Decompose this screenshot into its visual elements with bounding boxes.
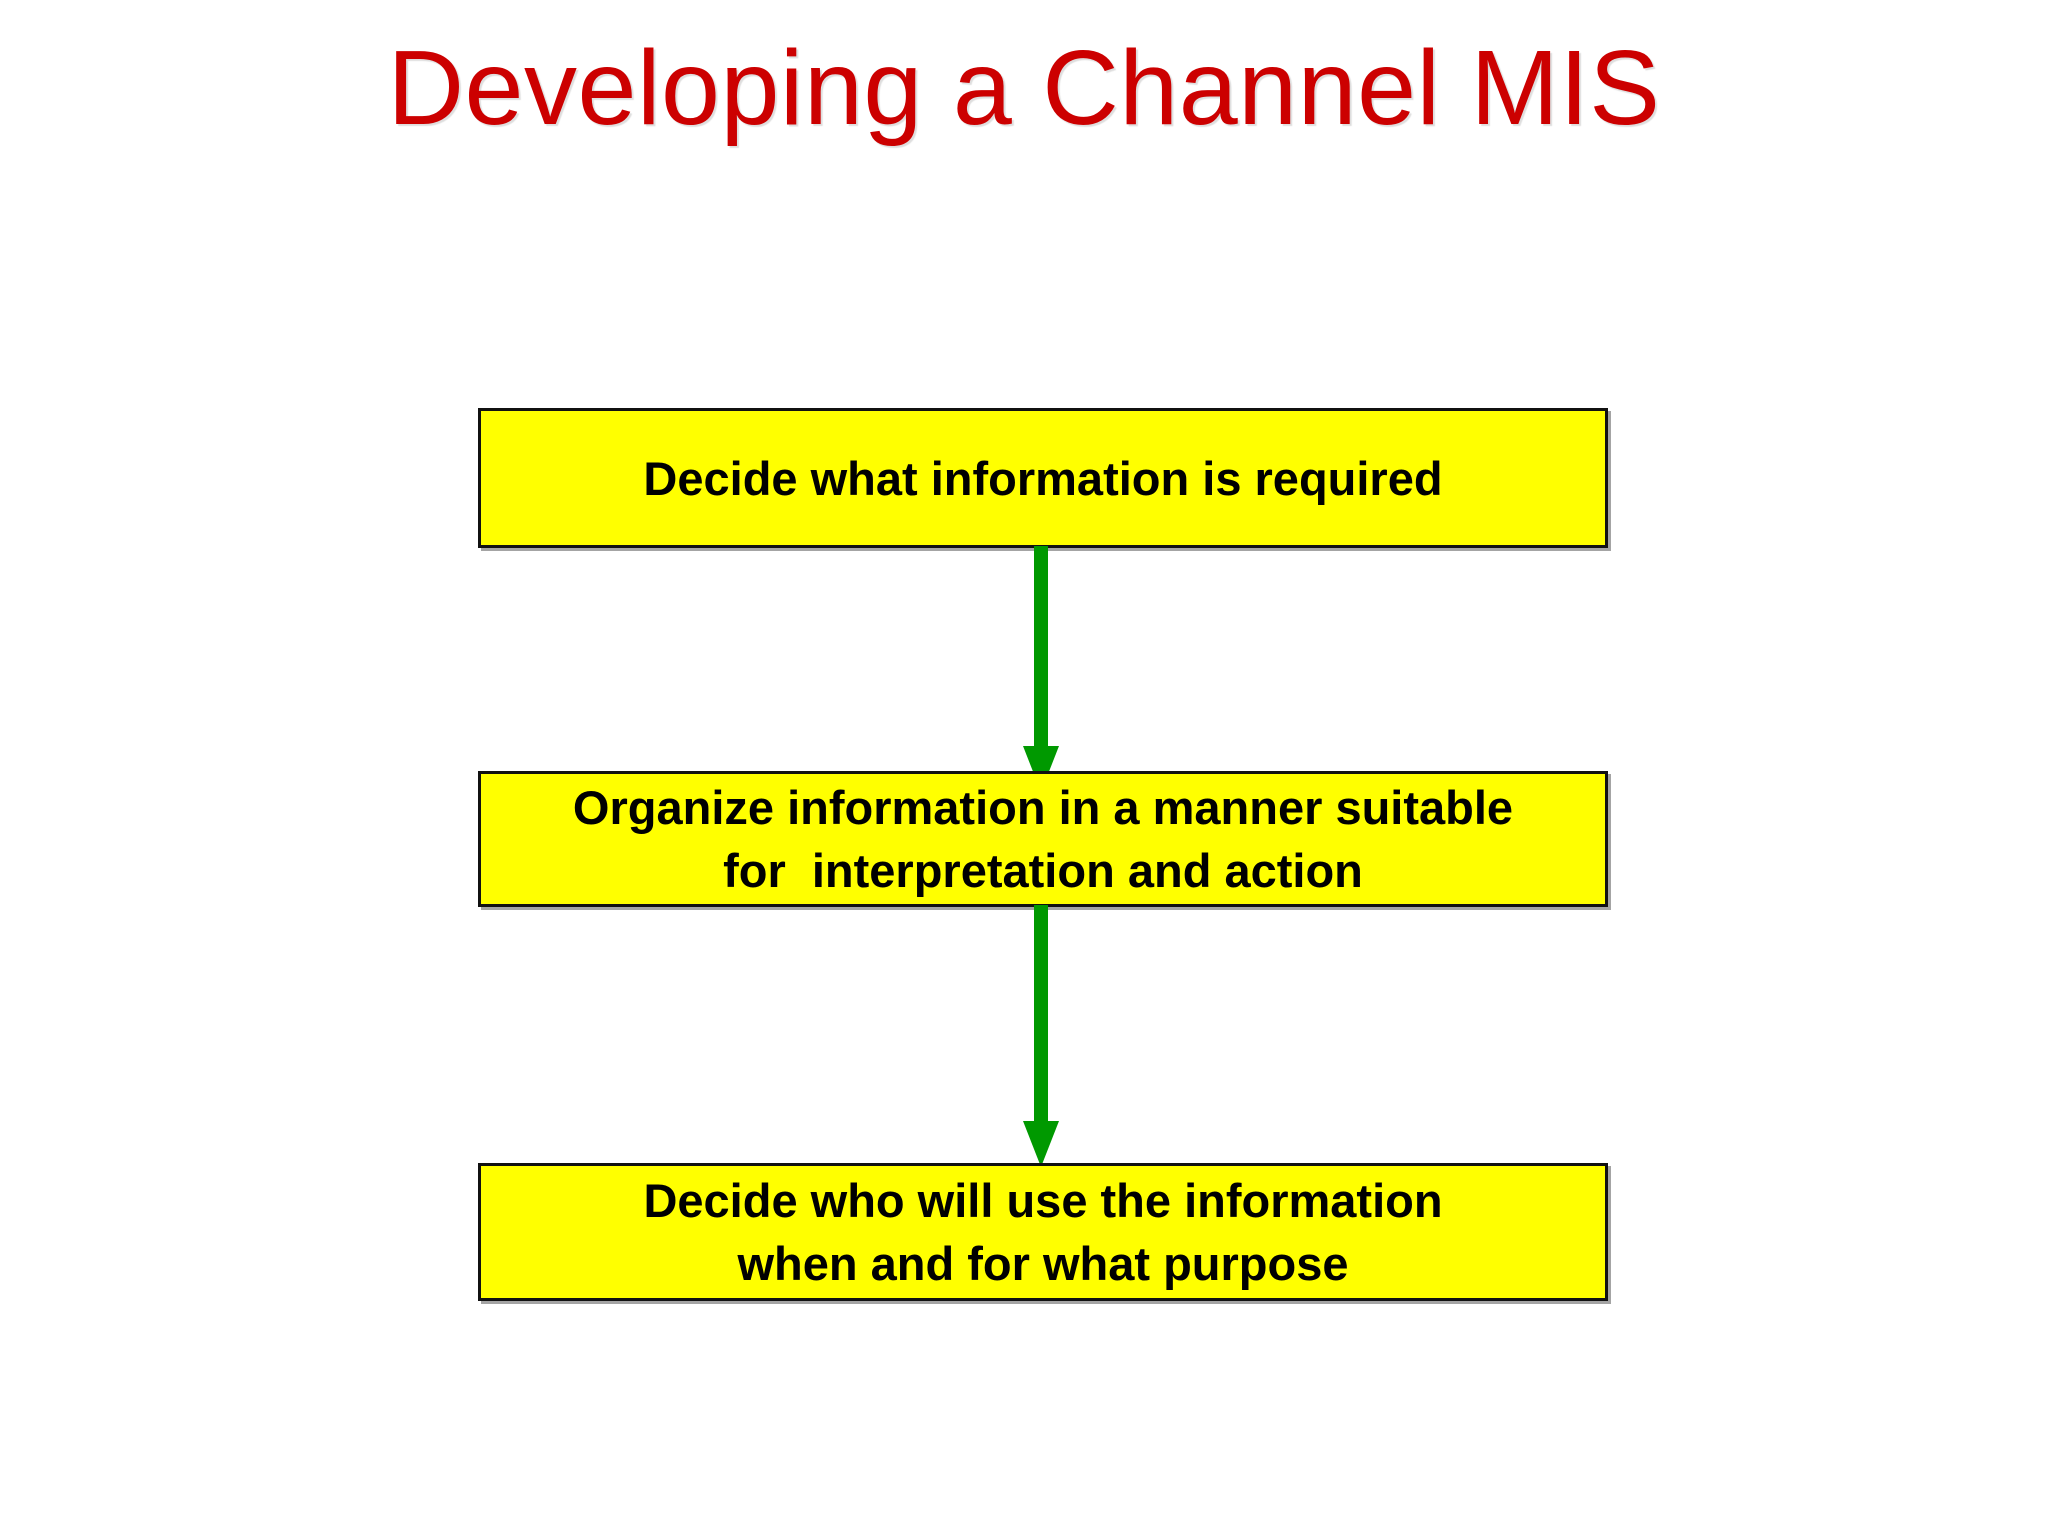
page-title: Developing a Channel MIS bbox=[387, 29, 1661, 147]
down-arrow-icon bbox=[1023, 905, 1059, 1167]
flow-step-box-1[interactable]: Decide what information is required bbox=[478, 408, 1608, 548]
flow-step-2-line-2: for interpretation and action bbox=[723, 844, 1363, 897]
flow-step-3-line-2: when and for what purpose bbox=[737, 1237, 1349, 1290]
flow-connector-arrow-2 bbox=[1008, 905, 1080, 1167]
flow-step-box-3[interactable]: Decide who will use the information when… bbox=[478, 1163, 1608, 1301]
down-arrow-icon bbox=[1023, 546, 1059, 792]
flow-step-box-2[interactable]: Organize information in a manner suitabl… bbox=[478, 771, 1608, 907]
flow-step-3-line-1: Decide who will use the information bbox=[643, 1174, 1443, 1227]
flow-step-2-line-1: Organize information in a manner suitabl… bbox=[572, 781, 1514, 834]
flow-step-1-line-1: Decide what information is required bbox=[643, 451, 1443, 505]
flow-connector-arrow-1 bbox=[1008, 546, 1080, 792]
